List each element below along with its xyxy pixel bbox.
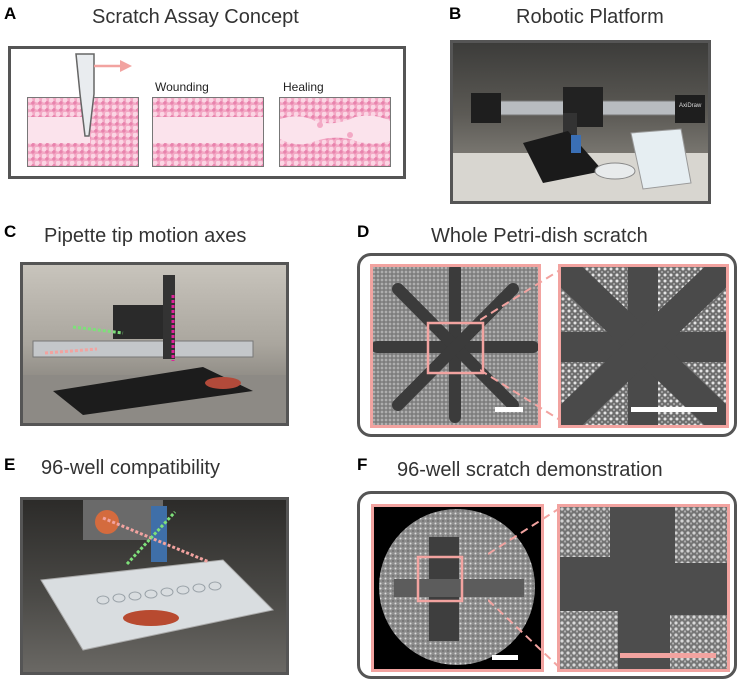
zoom-connector-f — [488, 507, 560, 669]
pipette-tip-icon — [75, 53, 132, 137]
panel-label-c: C — [4, 222, 17, 241]
panel-label-a: A — [4, 4, 17, 23]
well-zoom-image — [557, 504, 730, 672]
stage-wounding-label: Wounding — [155, 80, 209, 94]
whole-dish-image — [370, 264, 541, 428]
scratch-gap-wounded — [153, 117, 263, 143]
panel-e-title: 96-well compatibility — [41, 457, 220, 479]
motion-axes-photo — [20, 262, 289, 426]
robotic-platform-photo: AxiDraw — [450, 40, 711, 204]
panel-label-e: E — [4, 455, 16, 474]
healing-gap — [280, 115, 390, 145]
whole-dish-zoom-image — [558, 264, 729, 428]
panel-label-b: B — [449, 4, 462, 23]
well-image — [371, 504, 544, 672]
device-brand-text: AxiDraw — [679, 103, 702, 109]
stage-healing-label: Healing — [283, 80, 324, 94]
panel-b-title: Robotic Platform — [516, 6, 664, 28]
panel-c-title: Pipette tip motion axes — [44, 225, 247, 247]
panel-d-title: Whole Petri-dish scratch — [431, 225, 648, 247]
panel-f-title: 96-well scratch demonstration — [397, 459, 663, 481]
scratch-gap-initial — [28, 117, 90, 143]
whole-dish-frame — [357, 253, 737, 437]
well-plate-photo — [20, 497, 289, 675]
zoom-connector-d — [480, 269, 560, 421]
panel-label-d: D — [357, 222, 370, 241]
panel-label-f: F — [357, 455, 368, 474]
well-scratch-frame — [357, 491, 737, 679]
panel-a-title: Scratch Assay Concept — [92, 6, 299, 28]
